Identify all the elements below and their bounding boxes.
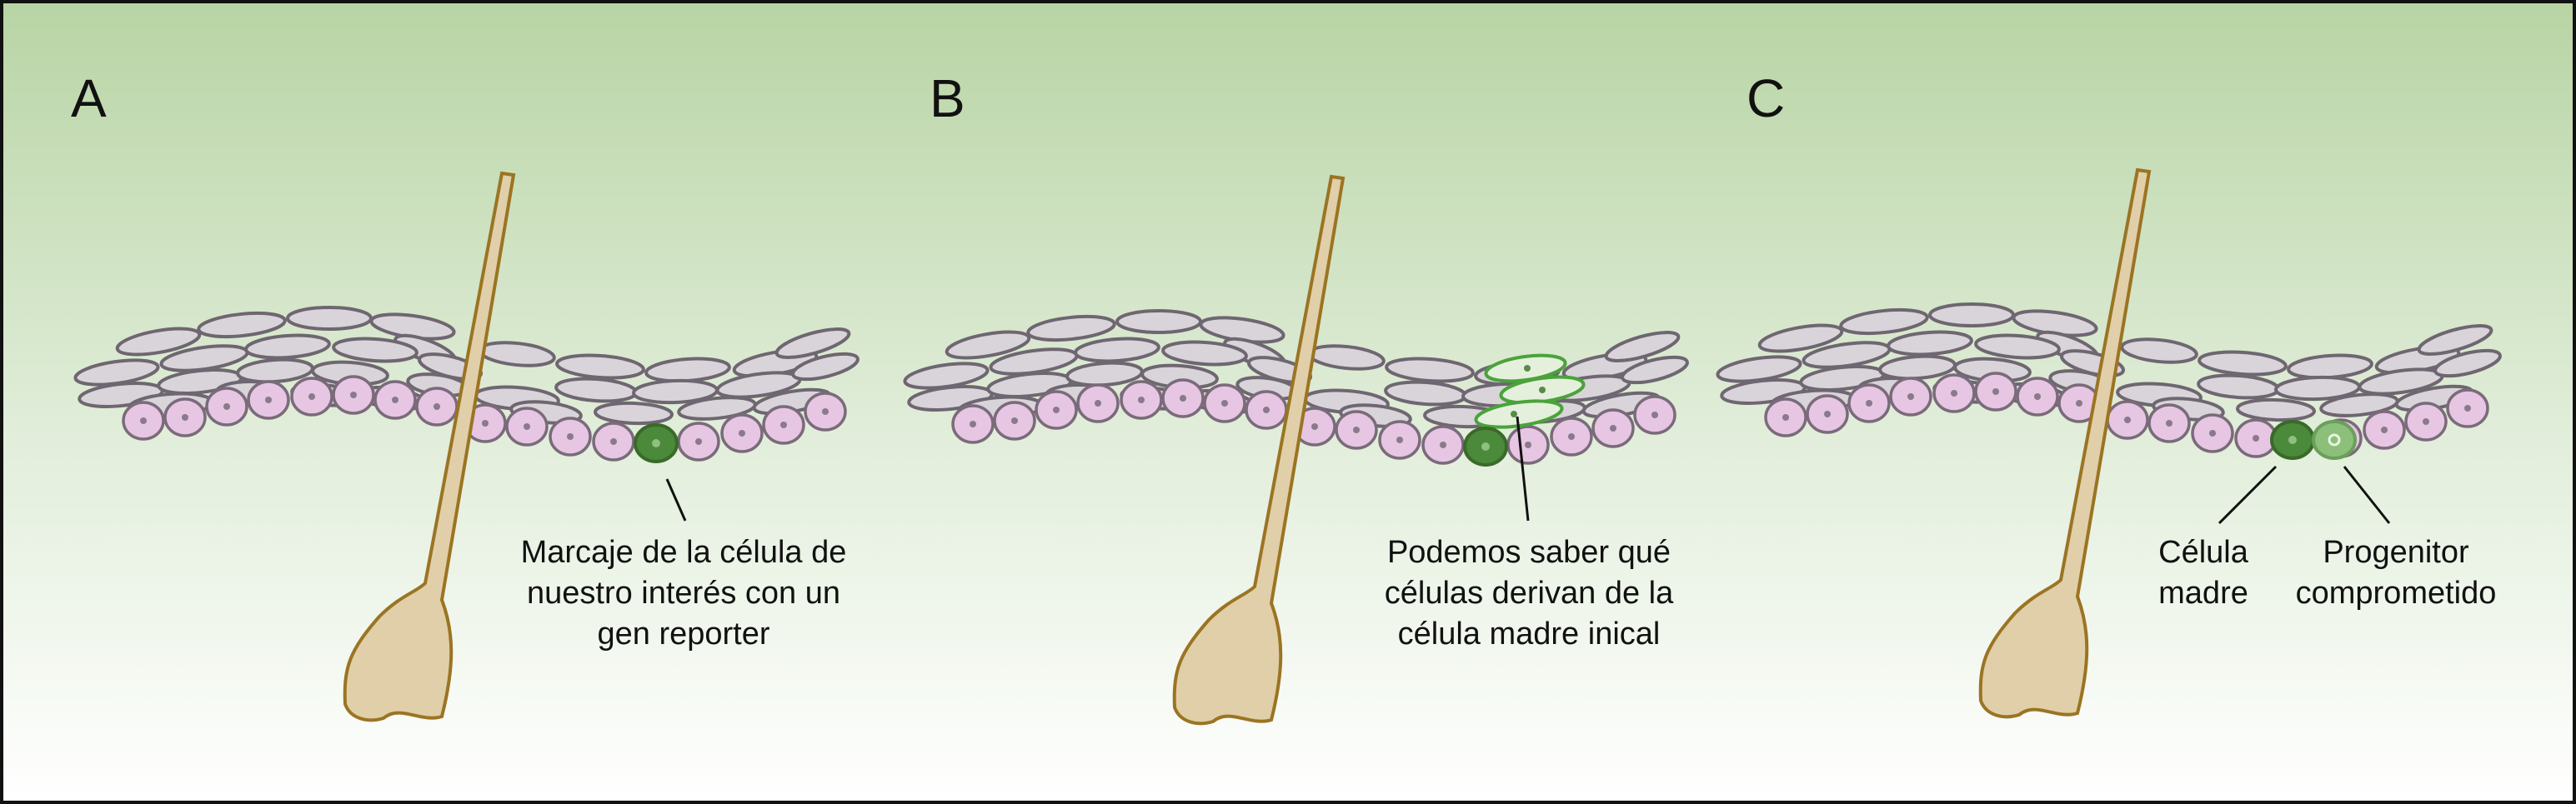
caption-a-line-1: Marcaje de la célula de bbox=[521, 535, 847, 570]
basal-cell bbox=[679, 423, 719, 460]
basal-cell bbox=[417, 388, 457, 425]
basal-cell bbox=[594, 423, 634, 460]
basal-cell bbox=[1036, 392, 1076, 428]
basal-cell bbox=[1336, 412, 1376, 448]
basal-cell bbox=[333, 377, 373, 413]
label-progenitor-line-2: comprometido bbox=[2296, 576, 2497, 611]
basal-cell bbox=[1246, 392, 1286, 428]
basal-cell bbox=[2448, 390, 2488, 427]
basal-cell bbox=[1508, 427, 1548, 463]
caption-b-line-2: células derivan de la bbox=[1385, 576, 1674, 611]
progenitor-cell-c bbox=[2313, 422, 2355, 458]
caption-b: Podemos saber qué células derivan de la … bbox=[1385, 535, 1674, 652]
basal-cell bbox=[2364, 412, 2404, 448]
basal-cell bbox=[764, 407, 804, 443]
basal-cell bbox=[1593, 410, 1633, 447]
label-stem-cell-line-2: madre bbox=[2158, 576, 2248, 611]
caption-b-line-1: Podemos saber qué bbox=[1387, 535, 1671, 570]
basal-cell bbox=[1766, 399, 1806, 436]
suprabasal-cell bbox=[1930, 304, 2013, 326]
basal-cell bbox=[1121, 382, 1161, 418]
stem-cell-marked-a bbox=[635, 425, 677, 462]
stem-cell-c bbox=[2272, 422, 2313, 458]
panel-c-letter: C bbox=[1747, 68, 1785, 128]
basal-cell bbox=[722, 415, 762, 452]
basal-cell bbox=[1205, 385, 1245, 422]
caption-a-line-3: gen reporter bbox=[597, 617, 769, 652]
basal-cell bbox=[1163, 380, 1203, 417]
label-progenitor-line-1: Progenitor bbox=[2323, 535, 2469, 570]
suprabasal-cell bbox=[1117, 311, 1200, 332]
basal-cell bbox=[1976, 373, 2016, 410]
basal-cell bbox=[165, 399, 205, 436]
basal-cell bbox=[1423, 427, 1463, 463]
basal-cell bbox=[1380, 422, 1420, 458]
suprabasal-cell bbox=[288, 307, 371, 329]
basal-cell bbox=[1934, 375, 1974, 412]
basal-cell bbox=[2193, 415, 2233, 452]
basal-cell bbox=[995, 402, 1035, 439]
basal-cell bbox=[507, 408, 547, 445]
basal-cell bbox=[805, 393, 845, 430]
basal-cell bbox=[1078, 385, 1118, 422]
basal-cell bbox=[2107, 402, 2148, 438]
basal-cell bbox=[207, 388, 247, 425]
basal-cell bbox=[2149, 405, 2189, 442]
basal-cell bbox=[123, 402, 163, 439]
stem-cell-marked-b bbox=[1465, 428, 1506, 465]
caption-b-line-3: célula madre inical bbox=[1398, 617, 1661, 652]
panel-b-letter: B bbox=[930, 68, 965, 128]
caption-a-line-2: nuestro interés con un bbox=[527, 576, 840, 611]
basal-cell bbox=[2017, 378, 2057, 415]
basal-cell bbox=[1891, 378, 1931, 415]
basal-cell bbox=[1635, 397, 1675, 433]
basal-cell bbox=[953, 406, 993, 442]
basal-cell bbox=[1551, 418, 1591, 455]
basal-cell bbox=[550, 418, 590, 455]
basal-cell bbox=[375, 382, 415, 418]
label-stem-cell-line-1: Célula bbox=[2158, 535, 2249, 570]
suprabasal-cell bbox=[595, 402, 673, 424]
suprabasal-cell bbox=[2238, 398, 2315, 421]
basal-cell bbox=[292, 378, 332, 415]
basal-cell bbox=[248, 382, 288, 418]
basal-cell bbox=[1807, 396, 1847, 432]
panel-a-letter: A bbox=[71, 68, 107, 128]
basal-cell bbox=[2236, 420, 2276, 457]
basal-cell bbox=[1849, 385, 1889, 422]
basal-cell bbox=[2406, 403, 2446, 440]
